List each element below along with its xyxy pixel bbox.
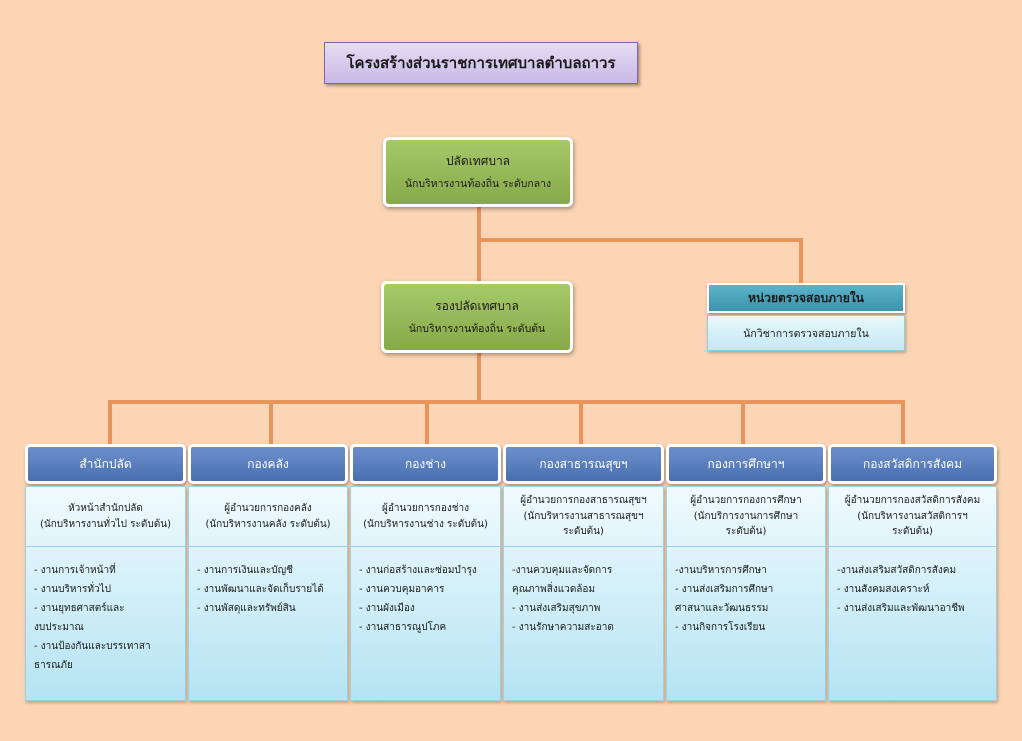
dept-head-position: ผู้อำนวยการกองสวัสดิการสังคม (นักบริหารง… xyxy=(829,487,996,547)
head-line: (นักบริการงานการศึกษา xyxy=(693,510,799,522)
clerk-box: ปลัดเทศบาล นักบริหารงานท้องถิ่น ระดับกลา… xyxy=(383,137,573,207)
unit-item: ธารณภัย xyxy=(34,660,73,671)
unit-item: - งานบริหารทั่วไป xyxy=(34,584,112,595)
head-line: ผู้อำนวยการกองคลัง xyxy=(224,503,312,514)
dept-header-engineering: กองช่าง xyxy=(350,444,501,484)
dept-head-position: ผู้อำนวยการกองสาธารณสุขฯ (นักบริหารงานสา… xyxy=(504,487,663,547)
head-line: (นักบริหารงานสาธารณสุขฯ xyxy=(523,510,644,522)
unit-list: -งานบริหารการศึกษา - งานส่งเสริมการศึกษา… xyxy=(667,547,825,637)
unit-item: งบประมาณ xyxy=(34,622,84,633)
dept-body-public-health: ผู้อำนวยการกองสาธารณสุขฯ (นักบริหารงานสา… xyxy=(503,486,664,701)
dept-header-education: กองการศึกษาฯ xyxy=(666,444,826,484)
head-line: หัวหน้าสำนักปลัด xyxy=(68,503,143,514)
dept-body-education: ผู้อำนวยการกองการศึกษา (นักบริการงานการศ… xyxy=(666,486,826,701)
deputy-box: รองปลัดเทศบาล นักบริหารงานท้องถิ่น ระดับ… xyxy=(381,281,573,353)
dept-head-position: ผู้อำนวยการกองช่าง (นักบริหารงานช่าง ระด… xyxy=(351,487,500,547)
unit-item: ศาสนาและวัฒนธรรม xyxy=(675,603,769,614)
unit-item: - งานส่งเสริมสุขภาพ xyxy=(512,603,601,614)
head-line: ระดับต้น) xyxy=(725,526,767,538)
clerk-title: ปลัดเทศบาล xyxy=(445,154,511,168)
deputy-title: รองปลัดเทศบาล xyxy=(435,299,519,313)
audit-unit-position: นักวิชาการตรวจสอบภายใน xyxy=(707,315,905,351)
dept-header-public-health: กองสาธารณสุขฯ xyxy=(503,444,664,484)
unit-list: -งานส่งเสริมสวัสดิการสังคม - งานสังคมสงเ… xyxy=(829,547,996,618)
dept-body-finance: ผู้อำนวยการกองคลัง (นักบริหารงานคลัง ระด… xyxy=(188,486,348,701)
head-line: (นักบริหารงานคลัง ระดับต้น) xyxy=(205,518,331,530)
dept-head-position: ผู้อำนวยการกองคลัง (นักบริหารงานคลัง ระด… xyxy=(189,487,347,547)
head-line: ผู้อำนวยการกองช่าง xyxy=(381,503,470,514)
unit-item: - งานก่อสร้างและซ่อมบำรุง xyxy=(359,565,477,576)
unit-list: - งานการเจ้าหน้าที่ - งานบริหารทั่วไป - … xyxy=(26,547,185,675)
unit-list: - งานการเงินและบัญชี - งานพัฒนาและจัดเก็… xyxy=(189,547,347,618)
unit-list: -งานควบคุมและจัดการ คุณภาพสิ่งแวดล้อม - … xyxy=(504,547,663,637)
unit-item: - งานป้องกันและบรรเทาสา xyxy=(34,641,151,652)
unit-item: -งานส่งเสริมสวัสดิการสังคม xyxy=(837,565,957,576)
unit-item: - งานยุทธศาสตร์และ xyxy=(34,603,125,614)
dept-head-position: หัวหน้าสำนักปลัด (นักบริหารงานทั่วไป ระด… xyxy=(26,487,185,547)
head-line: ระดับต้น) xyxy=(563,526,604,538)
clerk-level: นักบริหารงานท้องถิ่น ระดับกลาง xyxy=(404,178,552,190)
unit-item: - งานผังเมือง xyxy=(359,603,415,614)
head-line: ระดับต้น) xyxy=(892,526,933,538)
chart-title: โครงสร้างส่วนราชการเทศบาลตำบลถาวร xyxy=(324,42,638,84)
unit-item: - งานพัสดุและทรัพย์สิน xyxy=(197,603,296,614)
head-line: ผู้อำนวยการกองสาธารณสุขฯ xyxy=(520,495,647,507)
unit-item: - งานกิจการโรงเรียน xyxy=(675,622,766,633)
unit-item: คุณภาพสิ่งแวดล้อม xyxy=(512,584,596,595)
dept-header-social-welfare: กองสวัสดิการสังคม xyxy=(828,444,997,484)
unit-item: - งานสังคมสงเคราะห์ xyxy=(837,584,930,595)
unit-item: -งานบริหารการศึกษา xyxy=(675,565,767,576)
unit-item: - งานควบคุมอาคาร xyxy=(359,584,445,595)
unit-item: - งานส่งเสริมและพัฒนาอาชีพ xyxy=(837,603,965,614)
audit-unit-header: หน่วยตรวจสอบภายใน xyxy=(707,283,905,313)
unit-list: - งานก่อสร้างและซ่อมบำรุง - งานควบคุมอาค… xyxy=(351,547,500,637)
unit-item: - งานส่งเสริมการศึกษา xyxy=(675,584,774,595)
head-line: ผู้อำนวยการกองการศึกษา xyxy=(690,495,802,507)
unit-item: - งานพัฒนาและจัดเก็บรายได้ xyxy=(197,584,324,595)
dept-header-finance: กองคลัง xyxy=(188,444,348,484)
unit-item: - งานรักษาความสะอาด xyxy=(512,622,614,633)
unit-item: - งานสาธารณูปโภค xyxy=(359,622,447,633)
head-line: (นักบริหารงานช่าง ระดับต้น) xyxy=(363,518,488,530)
dept-body-social-welfare: ผู้อำนวยการกองสวัสดิการสังคม (นักบริหารง… xyxy=(828,486,997,701)
unit-item: - งานการเจ้าหน้าที่ xyxy=(34,565,116,576)
head-line: (นักบริหารงานสวัสดิการฯ xyxy=(857,510,968,522)
dept-body-office-of-clerk: หัวหน้าสำนักปลัด (นักบริหารงานทั่วไป ระด… xyxy=(25,486,186,701)
dept-body-engineering: ผู้อำนวยการกองช่าง (นักบริหารงานช่าง ระด… xyxy=(350,486,501,701)
dept-header-office-of-clerk: สำนักปลัด xyxy=(25,444,186,484)
head-line: ผู้อำนวยการกองสวัสดิการสังคม xyxy=(844,495,981,507)
head-line: (นักบริหารงานทั่วไป ระดับต้น) xyxy=(39,518,171,530)
unit-item: -งานควบคุมและจัดการ xyxy=(512,565,613,576)
deputy-level: นักบริหารงานท้องถิ่น ระดับต้น xyxy=(408,323,546,335)
dept-head-position: ผู้อำนวยการกองการศึกษา (นักบริการงานการศ… xyxy=(667,487,825,547)
unit-item: - งานการเงินและบัญชี xyxy=(197,565,293,576)
